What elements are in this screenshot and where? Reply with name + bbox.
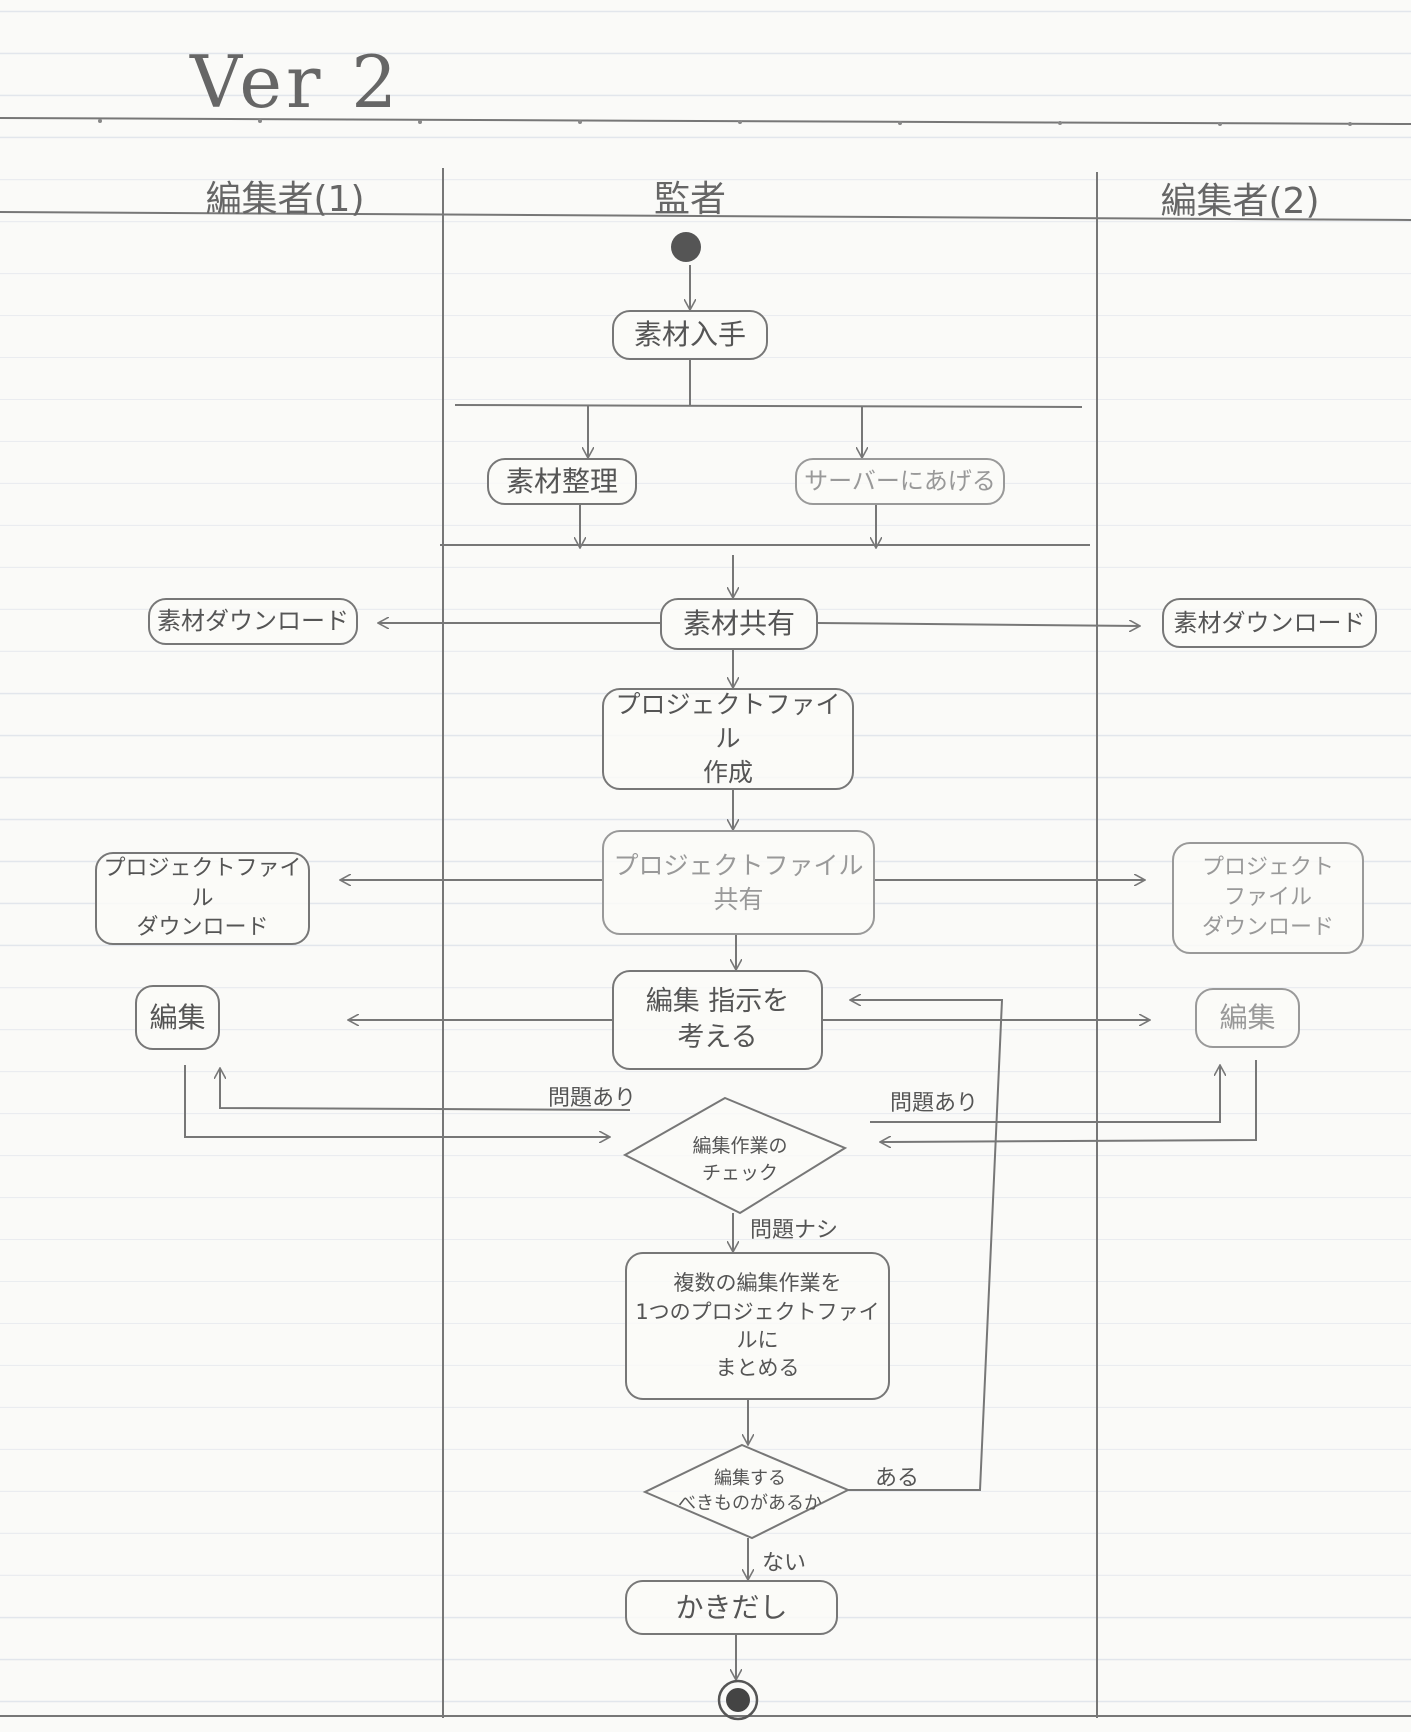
download-material-action-editor-1: 素材ダウンロード xyxy=(148,598,358,645)
more-to-edit-decision-label: 編集する べきものがあるか xyxy=(678,1467,822,1514)
flow-check-problem-to-edit-2 xyxy=(870,1065,1220,1123)
end-node xyxy=(726,1688,750,1712)
guard-no-problem: 問題ナシ xyxy=(750,1218,839,1243)
title-rule xyxy=(0,117,1411,125)
think-edit-instructions-action: 編集 指示を 考える xyxy=(612,970,823,1070)
edit-action-editor-1: 編集 xyxy=(135,985,220,1050)
flow-share-to-download-2 xyxy=(817,623,1140,626)
guard-problem-left: 問題あり xyxy=(548,1086,637,1111)
end-node-ring xyxy=(717,1679,759,1721)
edit-action-editor-2: 編集 xyxy=(1195,988,1300,1048)
merge-edits-action: 複数の編集作業を 1つのプロジェクトファイルに まとめる xyxy=(625,1252,890,1400)
get-material-action: 素材入手 xyxy=(612,310,768,360)
version-title: Ver 2 xyxy=(190,40,402,124)
lane-title-supervisor: 監者 xyxy=(653,179,726,220)
download-material-action-editor-2: 素材ダウンロード xyxy=(1162,598,1377,648)
lane-title-editor-2: 編集者(2) xyxy=(1160,181,1320,222)
lane-title-editor-1: 編集者(1) xyxy=(205,179,365,220)
lane-header-rule xyxy=(0,211,1411,221)
flow-edit-1-to-check xyxy=(184,1065,610,1137)
guard-problem-right: 問題あり xyxy=(890,1091,979,1116)
create-project-file-action: プロジェクトファイル 作成 xyxy=(602,688,854,790)
guard-no: ない xyxy=(762,1551,807,1576)
flow-decision-yes-loop xyxy=(848,1000,1004,1491)
export-action: かきだし xyxy=(625,1580,838,1635)
check-edit-decision-label: 編集作業の チェック xyxy=(692,1135,788,1184)
flow-edit-2-to-check xyxy=(880,1060,1257,1142)
share-project-file-action: プロジェクトファイル 共有 xyxy=(602,830,875,935)
download-project-file-action-editor-1: プロジェクトファイル ダウンロード xyxy=(95,852,310,945)
more-to-edit-decision-diamond xyxy=(642,1443,851,1540)
fork-bar xyxy=(454,404,1083,408)
check-edit-decision-diamond xyxy=(622,1096,848,1215)
organize-material-action: 素材整理 xyxy=(487,458,637,505)
start-node xyxy=(671,232,701,262)
download-project-file-action-editor-2: プロジェクト ファイル ダウンロード xyxy=(1172,842,1364,954)
share-material-action: 素材共有 xyxy=(660,598,818,650)
upload-to-server-action: サーバーにあげる xyxy=(795,458,1005,505)
flow-check-problem-to-edit-1 xyxy=(220,1068,631,1111)
guard-yes: ある xyxy=(875,1466,920,1491)
